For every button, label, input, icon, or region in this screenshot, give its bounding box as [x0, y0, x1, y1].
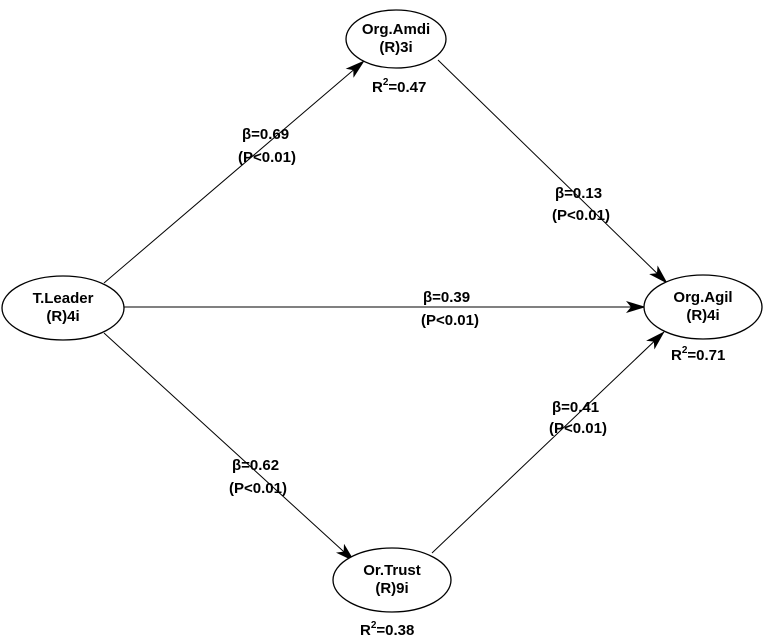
r2-orgamdi: R2=0.47	[372, 77, 426, 96]
pvalue-orgamdi-orgagil: (P<0.01)	[552, 207, 610, 224]
node-ortrust-sub: (R)9i	[375, 580, 408, 597]
node-orgagil-name: Org.Agil	[673, 289, 732, 306]
label-tleader-orgamdi: β=0.69 (P<0.01)	[238, 126, 296, 166]
node-orgamdi-sub: (R)3i	[379, 39, 412, 56]
node-tleader: T.Leader (R)4i	[1, 275, 125, 341]
r2-orgamdi-value: 0.47	[397, 79, 426, 96]
r2-symbol: R	[372, 79, 383, 96]
node-orgagil-sub: (R)4i	[686, 307, 719, 324]
beta-ortrust-orgagil: β=0.41	[552, 399, 599, 416]
r2-ortrust-value: 0.38	[385, 622, 414, 639]
r2-equals: =	[376, 622, 385, 639]
r2-ortrust: R2=0.38	[360, 620, 414, 639]
pvalue-tleader-orgamdi: (P<0.01)	[238, 149, 296, 166]
r2-equals: =	[687, 347, 696, 364]
label-orgamdi-orgagil: β=0.13 (P<0.01)	[552, 185, 610, 224]
edge-ortrust-to-orgagil	[431, 331, 665, 554]
r2-equals: =	[388, 79, 397, 96]
r2-superscript: 2	[682, 345, 688, 356]
edge-tleader-to-orgamdi	[103, 60, 365, 284]
node-orgamdi-name: Org.Amdi	[362, 21, 430, 38]
edge-tleader-to-ortrust	[103, 332, 355, 562]
node-orgamdi: Org.Amdi (R)3i	[345, 9, 447, 69]
node-tleader-sub: (R)4i	[46, 308, 79, 325]
label-tleader-ortrust: β=0.62 (P<0.01)	[229, 457, 287, 497]
r2-symbol: R	[671, 347, 682, 364]
beta-tleader-orgamdi: β=0.69	[242, 126, 289, 143]
node-tleader-name: T.Leader	[33, 290, 94, 307]
beta-tleader-orgagil: β=0.39	[423, 289, 470, 306]
r2-superscript: 2	[383, 77, 389, 88]
label-ortrust-orgagil: β=0.41 (P<0.01)	[549, 399, 607, 437]
label-tleader-orgagil: β=0.39 (P<0.01)	[421, 289, 479, 329]
beta-orgamdi-orgagil: β=0.13	[555, 185, 602, 202]
beta-tleader-ortrust: β=0.62	[232, 457, 279, 474]
node-ortrust-name: Or.Trust	[363, 562, 421, 579]
pvalue-tleader-orgagil: (P<0.01)	[421, 312, 479, 329]
node-orgagil: Org.Agil (R)4i	[643, 274, 763, 340]
r2-orgagil-value: 0.71	[696, 347, 725, 364]
r2-symbol: R	[360, 622, 371, 639]
r2-orgagil: R2=0.71	[671, 345, 725, 364]
edge-orgamdi-to-orgagil	[437, 59, 668, 284]
pvalue-tleader-ortrust: (P<0.01)	[229, 480, 287, 497]
r2-superscript: 2	[371, 620, 377, 631]
pvalue-ortrust-orgagil: (P<0.01)	[549, 420, 607, 437]
node-ortrust: Or.Trust (R)9i	[332, 547, 452, 613]
